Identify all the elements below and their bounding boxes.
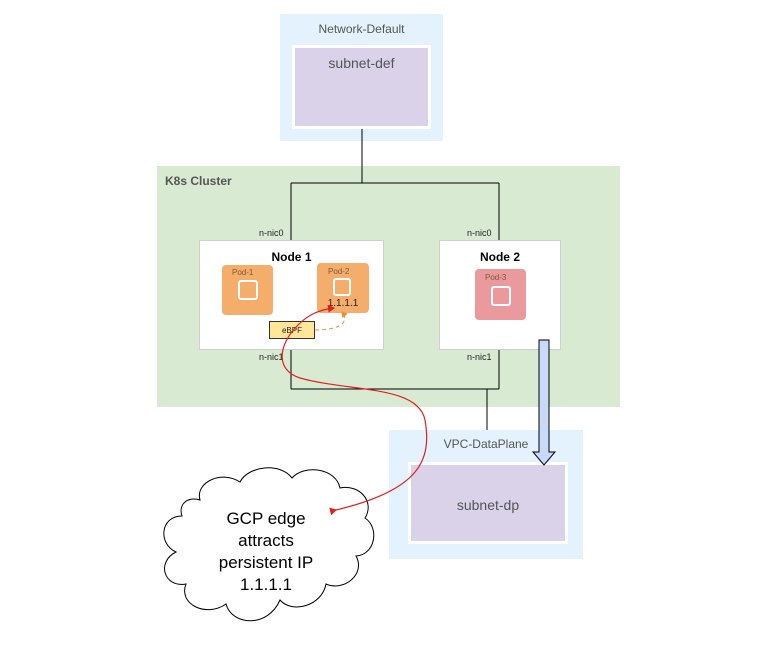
subnet-def-box xyxy=(292,45,431,129)
pod-1 xyxy=(222,265,273,315)
gcp-edge-text-line-4: 1.1.1.1 xyxy=(240,575,292,594)
pod-3 xyxy=(475,269,526,320)
subnet-def-label: subnet-def xyxy=(328,55,395,71)
node-1-nic0-label: n-nic0 xyxy=(259,228,284,238)
node-2-title: Node 2 xyxy=(479,250,520,264)
gcp-edge-text: GCP edge attracts persistent IP 1.1.1.1 xyxy=(188,508,344,596)
ebpf-box: eBPF xyxy=(269,321,315,339)
pod-3-label: Pod-3 xyxy=(485,273,507,282)
k8s-cluster-label: K8s Cluster xyxy=(165,174,232,188)
pod-2-ip: 1.1.1.1 xyxy=(327,298,359,309)
node-2-nic0-label: n-nic0 xyxy=(467,228,492,238)
gcp-edge-text-line-1: GCP edge xyxy=(226,509,306,528)
gcp-edge-text-line-3: persistent IP xyxy=(218,553,314,572)
ebpf-label: eBPF xyxy=(281,325,302,335)
network-default-label: Network-Default xyxy=(318,22,405,36)
pod-2-label: Pod-2 xyxy=(328,267,350,276)
node-1-title: Node 1 xyxy=(271,250,312,264)
pod-3-container-icon xyxy=(491,286,511,306)
pod-2 xyxy=(317,263,369,313)
node-1-nic1-label: n-nic1 xyxy=(259,352,284,362)
gcp-edge-text-line-2: attracts xyxy=(238,531,294,550)
vpc-dataplane-label: VPC-DataPlane xyxy=(443,437,529,451)
pod-1-container-icon xyxy=(238,280,258,300)
pod-2-container-icon xyxy=(333,278,351,296)
pod-1-label: Pod-1 xyxy=(232,268,254,277)
subnet-dp-label: subnet-dp xyxy=(456,497,520,513)
node-2-nic1-label: n-nic1 xyxy=(467,352,492,362)
